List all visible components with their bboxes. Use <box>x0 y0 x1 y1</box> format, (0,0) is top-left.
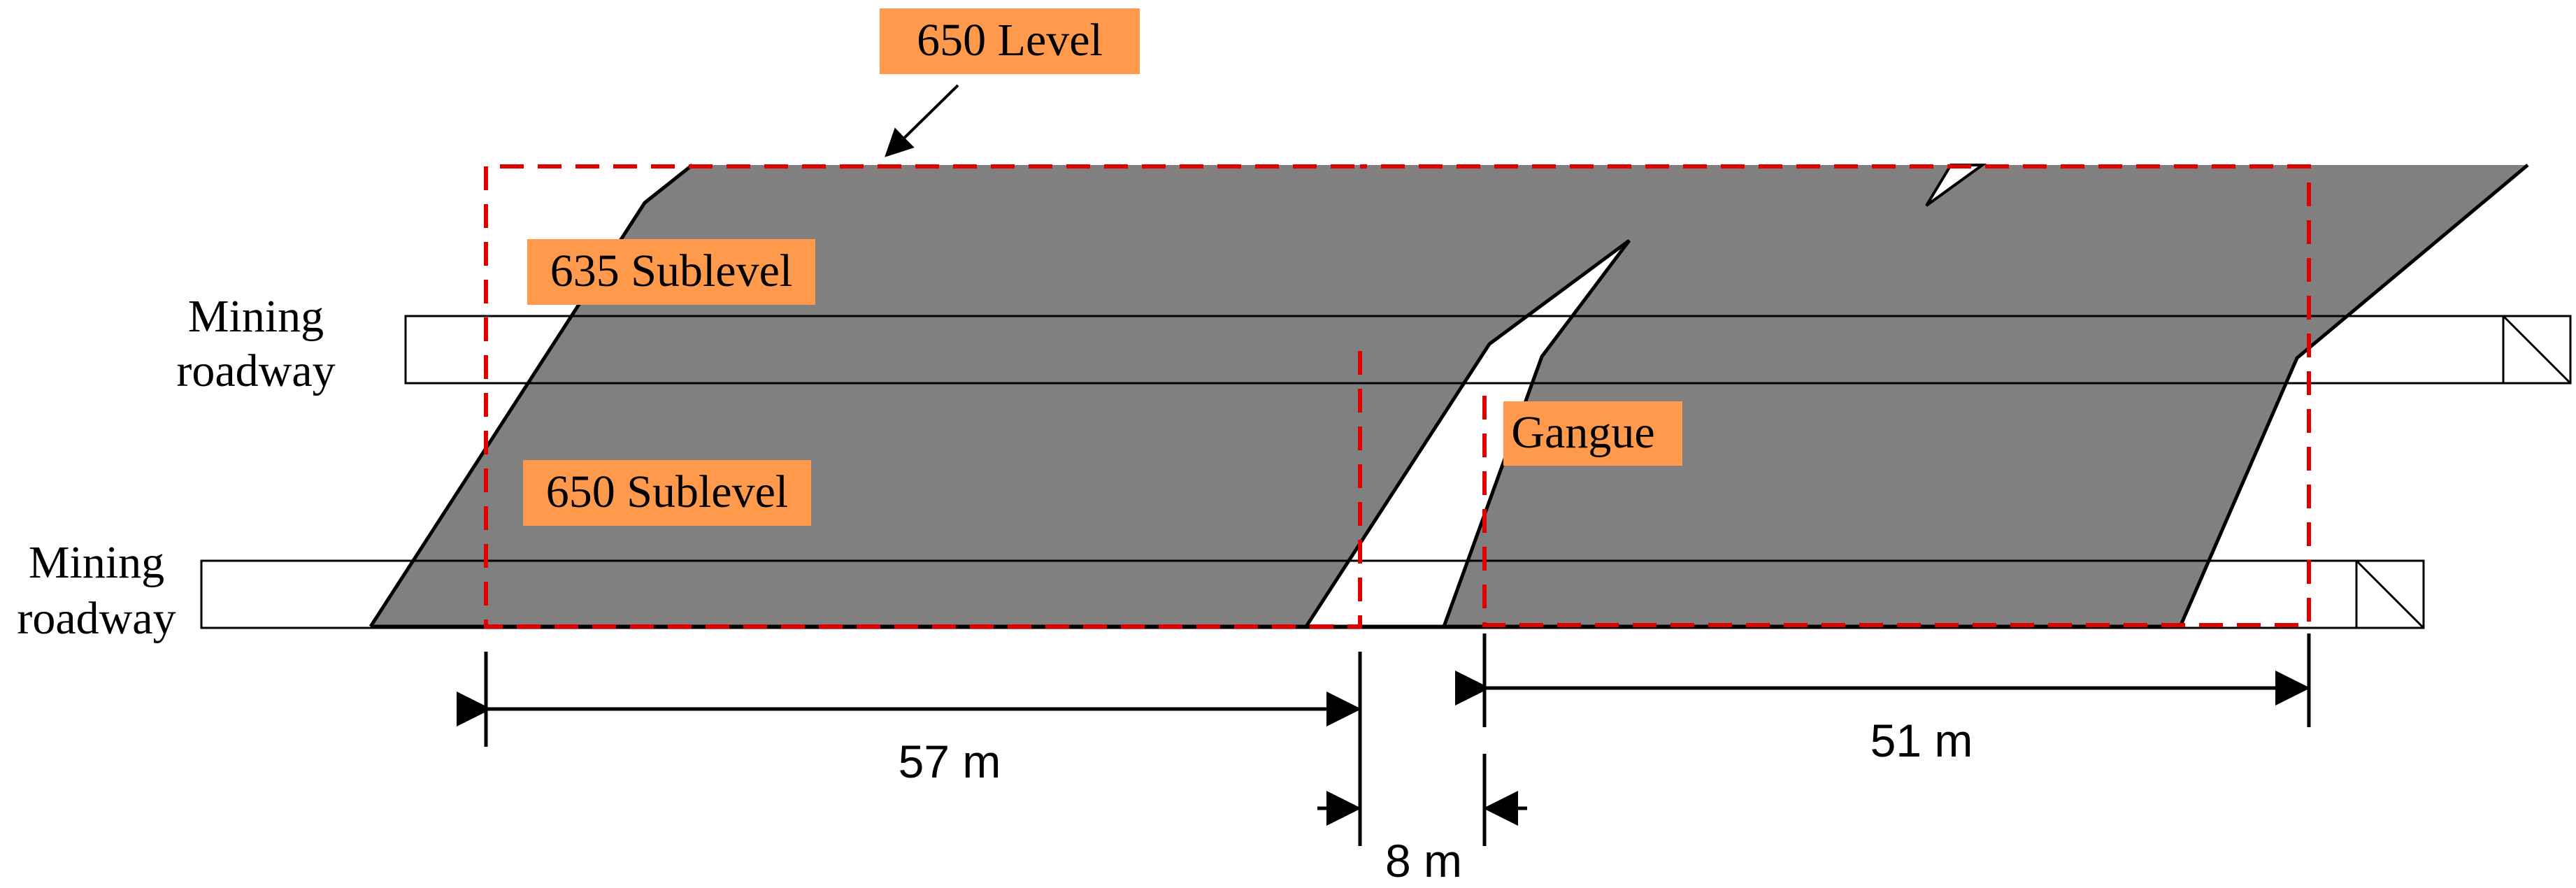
level-650-arrow <box>885 84 959 157</box>
upper-roadway-label-line2: roadway <box>176 345 335 396</box>
sublevel-635-callout: 635 Sublevel <box>527 239 815 305</box>
stope-boundaries <box>484 164 2311 629</box>
dim-51m-label: 51 m <box>1870 715 1973 766</box>
stope-right-boundary <box>1360 164 2311 627</box>
dimension-lines <box>457 633 2311 846</box>
sublevel-650-callout: 650 Sublevel <box>523 460 811 526</box>
stope-left-boundary <box>484 164 1362 629</box>
dim-57m-label: 57 m <box>899 736 1001 787</box>
level-650-label-box <box>880 8 1140 74</box>
orebody-left-boundary <box>368 164 694 628</box>
sublevel-635-label-box <box>527 239 815 305</box>
sublevel-650-label-box <box>523 460 811 526</box>
lower-roadway-label-line2: roadway <box>17 593 176 644</box>
sublevel-650-label: 650 Sublevel <box>546 466 788 517</box>
orebody-left <box>371 165 2528 626</box>
dim-8m-label: 8 m <box>1385 835 1462 887</box>
upper-roadway-label: Mining roadway <box>176 291 335 396</box>
level-650-label: 650 Level <box>917 15 1103 66</box>
sublevel-635-label: 635 Sublevel <box>550 245 792 296</box>
gangue-label-box <box>1503 401 1682 466</box>
orebody-right-boundary <box>2178 164 2529 627</box>
upper-roadway-label-line1: Mining <box>188 291 324 342</box>
level-650-callout: 650 Level <box>880 8 1140 157</box>
gangue-callout: Gangue <box>1503 401 1682 466</box>
gangue-label: Gangue <box>1511 407 1654 458</box>
lower-roadway-label-line1: Mining <box>29 537 164 588</box>
lower-roadway-label: Mining roadway <box>17 537 176 644</box>
